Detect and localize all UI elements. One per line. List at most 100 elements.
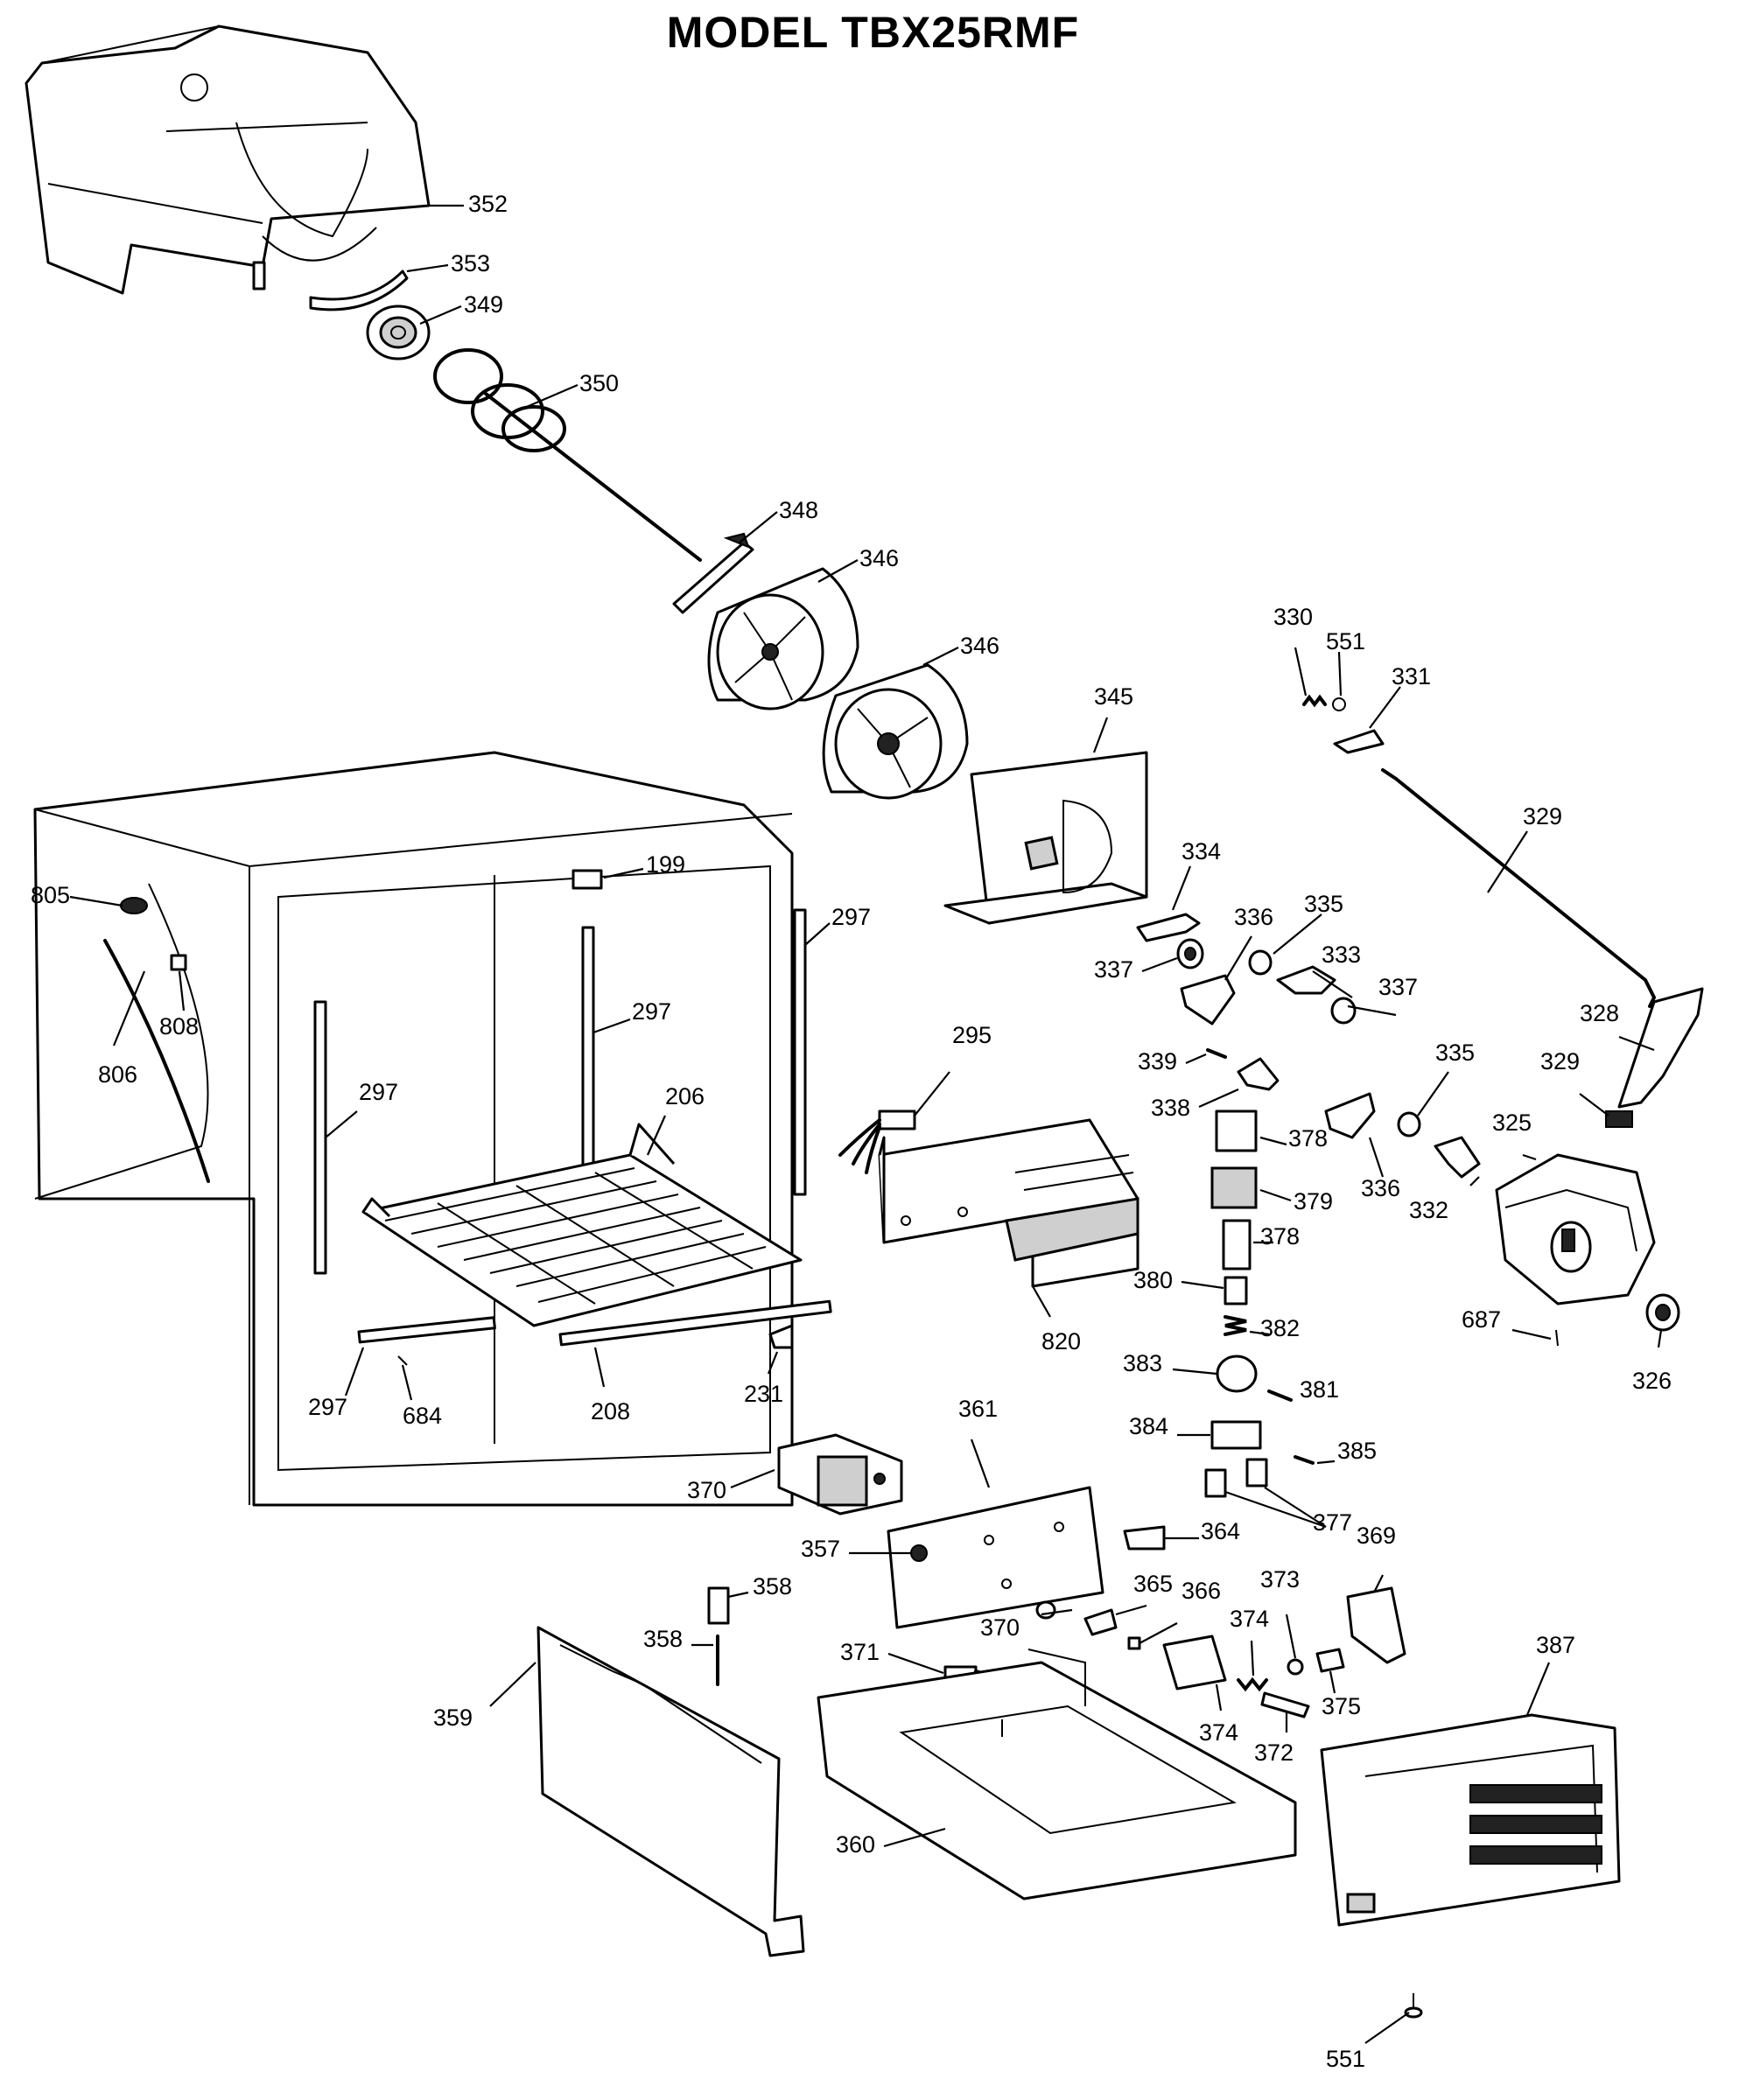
base-pan-part: [817, 1648, 1297, 1900]
part-199: [571, 869, 603, 890]
callout-370b: 370: [980, 1614, 1020, 1641]
callout-339: 339: [1138, 1048, 1177, 1074]
rod-part: [1381, 768, 1657, 1008]
callout-334: 334: [1182, 838, 1221, 864]
clip-part-805: [120, 897, 148, 914]
callout-346a: 346: [859, 545, 899, 571]
callout-364: 364: [1201, 1518, 1240, 1544]
terminal-block-part: [1210, 1420, 1262, 1450]
callout-375: 375: [1322, 1693, 1361, 1719]
actuator-arm-part: [1617, 987, 1704, 1109]
pin-part-2: [1267, 1390, 1293, 1402]
callout-379: 379: [1294, 1188, 1333, 1214]
callout-349: 349: [464, 291, 503, 318]
pin-part: [1206, 1048, 1227, 1059]
knob-part-370: [1035, 1600, 1056, 1620]
bracket-part: [1237, 1057, 1280, 1091]
screw-part: [1555, 1329, 1559, 1347]
relay-part: [1215, 1110, 1258, 1152]
callout-199: 199: [646, 851, 685, 878]
bracket-assembly-369: [1346, 1586, 1406, 1664]
callout-365: 365: [1133, 1571, 1173, 1597]
callout-358a: 358: [753, 1573, 792, 1600]
callout-335b: 335: [1435, 1040, 1475, 1066]
callout-360: 360: [836, 1831, 875, 1858]
crusher-drum-part-1: [707, 567, 859, 710]
callout-345: 345: [1094, 683, 1133, 710]
spring-part: [1302, 694, 1327, 708]
callout-382: 382: [1260, 1315, 1300, 1341]
callout-329a: 329: [1523, 803, 1562, 830]
callout-331: 331: [1392, 663, 1431, 690]
crusher-blade-part: [672, 532, 754, 614]
callout-297b: 297: [632, 998, 671, 1025]
clip-part-2: [1245, 1458, 1268, 1488]
clip-part-231: [768, 1324, 794, 1349]
callout-385: 385: [1337, 1438, 1377, 1464]
callout-297a: 297: [359, 1079, 398, 1105]
callout-231: 231: [744, 1381, 783, 1407]
callout-808: 808: [159, 1013, 199, 1040]
callout-374a: 374: [1230, 1606, 1269, 1632]
small-clip-part: [1332, 697, 1346, 711]
switch-block-part: [1210, 1166, 1258, 1209]
shaft-part-372: [1260, 1691, 1310, 1718]
auger-wire-part: [433, 348, 702, 562]
callout-684: 684: [403, 1403, 442, 1429]
callout-337b: 337: [1378, 974, 1418, 1000]
callout-369: 369: [1357, 1522, 1396, 1549]
callout-551a: 551: [1326, 628, 1365, 654]
trim-strip-806: [103, 939, 210, 1183]
callout-297d: 297: [308, 1394, 347, 1420]
callout-206: 206: [665, 1083, 705, 1110]
lever-part-2: [1324, 1092, 1376, 1139]
callout-820: 820: [1041, 1328, 1081, 1354]
callout-332: 332: [1409, 1197, 1448, 1223]
shelf-front-part: [558, 1299, 832, 1347]
switch-part-375: [1315, 1648, 1345, 1673]
ice-maker-part: [878, 1118, 1139, 1288]
callout-383: 383: [1123, 1350, 1162, 1376]
clip-part-365: [1083, 1608, 1118, 1636]
callout-387: 387: [1536, 1632, 1575, 1658]
callout-806: 806: [98, 1061, 137, 1088]
auger-bearing-part: [366, 304, 431, 360]
callout-374b: 374: [1199, 1719, 1238, 1746]
cam-part: [1136, 913, 1201, 942]
screw-part-551: [1404, 1993, 1423, 2019]
callout-208: 208: [591, 1398, 630, 1424]
clip-part-1: [1204, 1468, 1227, 1498]
shelf-rail-bottom: [357, 1316, 496, 1344]
callout-361: 361: [958, 1396, 998, 1422]
motor-housing-part: [1495, 1153, 1656, 1306]
callout-371: 371: [840, 1639, 880, 1665]
callout-329b: 329: [1540, 1048, 1580, 1074]
callout-336b: 336: [1361, 1175, 1400, 1201]
lever-part: [1180, 974, 1236, 1026]
callout-378b: 378: [1260, 1223, 1300, 1250]
small-block-part: [1605, 1110, 1633, 1128]
crusher-drum-part-2: [822, 663, 969, 800]
callout-373: 373: [1260, 1566, 1300, 1592]
callout-350: 350: [579, 370, 619, 396]
callout-336a: 336: [1234, 904, 1273, 930]
knob-part: [1645, 1293, 1680, 1332]
callout-372: 372: [1254, 1740, 1294, 1766]
callout-337a: 337: [1094, 956, 1133, 983]
pin-part-3: [1294, 1455, 1315, 1465]
side-panel-part: [536, 1626, 805, 1957]
callout-325: 325: [1492, 1110, 1532, 1136]
callout-551b: 551: [1326, 2046, 1365, 2072]
callout-805: 805: [31, 882, 70, 908]
callout-333: 333: [1322, 942, 1361, 968]
callout-295: 295: [952, 1022, 992, 1048]
plunger-part: [1224, 1276, 1248, 1306]
ring-part: [1248, 949, 1273, 976]
shelf-rail-right: [793, 908, 807, 1196]
callout-358b: 358: [643, 1626, 683, 1652]
solenoid-part: [1216, 1354, 1258, 1393]
callout-328: 328: [1580, 1000, 1619, 1026]
cam-part-3: [1434, 1136, 1481, 1179]
callout-326: 326: [1632, 1368, 1672, 1394]
